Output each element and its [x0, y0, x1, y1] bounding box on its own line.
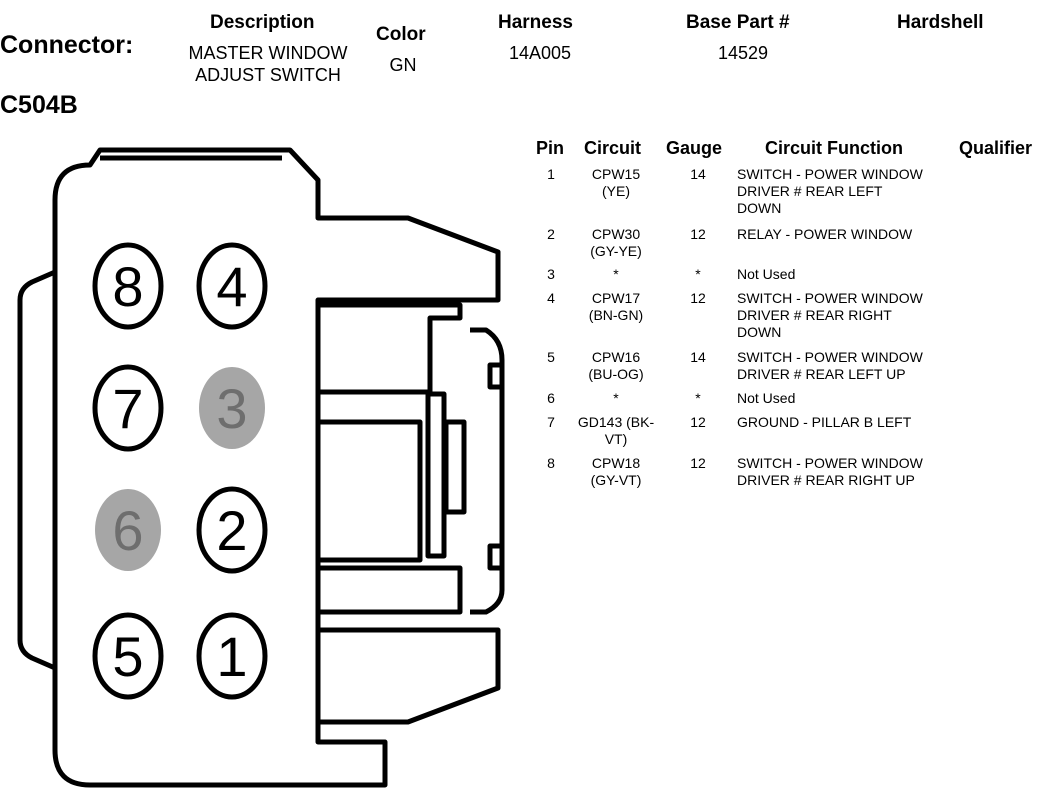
pin-cavity	[95, 489, 161, 571]
pin-cell: 6	[547, 390, 555, 406]
function-cell: SWITCH - POWER WINDOW DRIVER # REAR LEFT…	[737, 349, 923, 382]
pin-number: 5	[112, 625, 143, 688]
function-cell: Not Used	[737, 390, 796, 406]
latch-tab	[425, 391, 447, 559]
pin-cavity	[92, 364, 164, 452]
gauge-cell: 14	[690, 166, 706, 182]
circuit-cell: *	[613, 390, 619, 406]
gauge-cell: 12	[690, 414, 706, 430]
function-cell: SWITCH - POWER WINDOW DRIVER # REAR RIGH…	[737, 290, 923, 340]
harness-value: 14A005	[508, 43, 572, 63]
pin-4: 4	[196, 242, 268, 330]
connector-housing	[52, 147, 501, 788]
pin-2: 2	[196, 486, 268, 574]
pin-cavity	[92, 242, 164, 330]
circuit-cell: CPW17 (BN-GN)	[588, 290, 644, 323]
pin-number: 7	[112, 377, 143, 440]
harness-label: Harness	[498, 12, 573, 33]
circuit-cell: CPW18 (GY-VT)	[590, 455, 642, 488]
connector-face-diagram: 8 4 7 3 6 2 5 1	[17, 147, 505, 788]
pin-grid: 8 4 7 3 6 2 5 1	[92, 242, 268, 700]
side-rail	[17, 269, 56, 671]
header-pin: Pin	[536, 138, 565, 158]
pin-8: 8	[92, 242, 164, 330]
header-circuit: Circuit	[584, 138, 642, 158]
circuit-cell: GD143 (BK- VT)	[577, 414, 655, 447]
pin-cavity	[196, 242, 268, 330]
pin-cell: 3	[547, 266, 555, 282]
pin-cell: 4	[547, 290, 555, 306]
lower-latch	[318, 627, 501, 725]
pin-number: 1	[216, 625, 247, 688]
pin-cavity	[92, 612, 164, 700]
pin-3: 3	[199, 367, 265, 449]
latch-release	[443, 419, 467, 515]
function-cell: SWITCH - POWER WINDOW DRIVER # REAR RIGH…	[737, 455, 923, 488]
pin-cavity	[196, 612, 268, 700]
circuit-cell: CPW16 (BU-OG)	[588, 349, 644, 382]
function-cell: SWITCH - POWER WINDOW DRIVER # REAR LEFT…	[737, 166, 923, 216]
pin-5: 5	[92, 612, 164, 700]
connector-id: C504B	[0, 91, 78, 119]
latch-detent-top	[487, 362, 505, 390]
header-qualifier: Qualifier	[959, 138, 1033, 158]
connector-title: Connector: C504B	[0, 0, 1052, 120]
pin-number: 2	[216, 499, 247, 562]
pin-1: 1	[196, 612, 268, 700]
latch-arm	[470, 327, 505, 615]
gauge-cell: *	[695, 266, 701, 282]
gauge-cell: 12	[690, 290, 706, 306]
circuit-cell: CPW15 (YE)	[591, 166, 641, 199]
pin-cell: 5	[547, 349, 555, 365]
base-part-value: 14529	[717, 43, 769, 63]
connector-label: Connector:	[0, 31, 134, 59]
pin-cell: 1	[547, 166, 555, 182]
latch-bracket-lower	[318, 419, 423, 563]
description-value: MASTER WINDOW ADJUST SWITCH	[188, 43, 348, 85]
color-label: Color	[376, 24, 426, 45]
latch-bracket	[318, 302, 463, 395]
pin-6: 6	[95, 489, 161, 571]
function-cell: Not Used	[737, 266, 796, 282]
pin-cavity	[199, 367, 265, 449]
circuit-cell: *	[613, 266, 619, 282]
pin-cell: 8	[547, 455, 555, 471]
hardshell-label: Hardshell	[897, 12, 984, 33]
header-gauge: Gauge	[666, 138, 723, 158]
gauge-cell: *	[695, 390, 701, 406]
base-part-label: Base Part #	[686, 12, 790, 33]
pin-number: 3	[216, 377, 247, 440]
pin-number: 4	[216, 255, 247, 318]
pin-number: 8	[112, 255, 143, 318]
function-cell: RELAY - POWER WINDOW	[737, 226, 913, 242]
pin-cell: 2	[547, 226, 555, 242]
gauge-cell: 12	[690, 455, 706, 471]
circuit-cell: CPW30 (GY-YE)	[590, 226, 642, 259]
function-cell: GROUND - PILLAR B LEFT	[737, 414, 912, 430]
latch-bracket-bottom	[318, 565, 463, 615]
header-circuit-function: Circuit Function	[765, 138, 903, 158]
pin-cavity	[196, 486, 268, 574]
gauge-cell: 14	[690, 349, 706, 365]
pin-number: 6	[112, 499, 143, 562]
gauge-cell: 12	[690, 226, 706, 242]
description-label: Description	[210, 12, 315, 33]
color-value: GN	[389, 55, 417, 75]
latch-detent-bottom	[487, 543, 505, 571]
pin-cell: 7	[547, 414, 555, 430]
pin-7: 7	[92, 364, 164, 452]
